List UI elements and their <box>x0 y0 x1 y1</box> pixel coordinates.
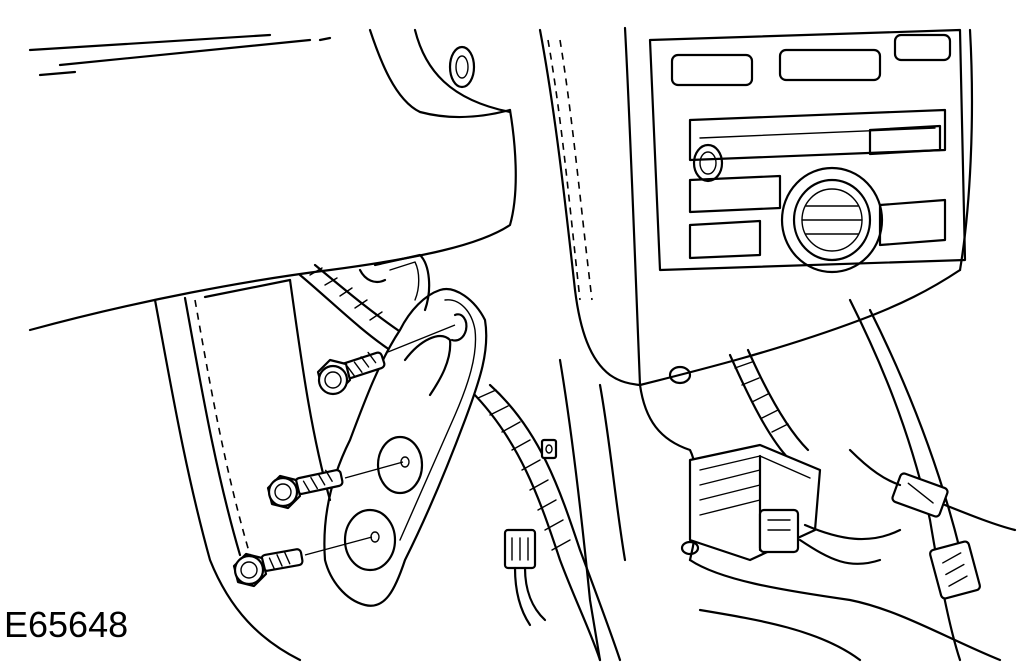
harness-connector-left <box>503 528 547 627</box>
harness-connector-right <box>848 448 1017 600</box>
instrument-panel <box>28 28 517 332</box>
bolt-upper <box>316 324 456 396</box>
mounting-bracket <box>323 253 488 607</box>
bolt-middle <box>266 461 404 510</box>
bolt-lower <box>232 536 373 588</box>
electronic-module <box>680 443 902 565</box>
centre-console-panel <box>538 26 974 387</box>
small-clip <box>540 438 558 460</box>
audio-control-unit <box>648 28 967 274</box>
figure-reference-code: E65648 <box>4 604 129 645</box>
side-trim-panel <box>153 278 332 662</box>
wiring-harness <box>298 263 810 662</box>
